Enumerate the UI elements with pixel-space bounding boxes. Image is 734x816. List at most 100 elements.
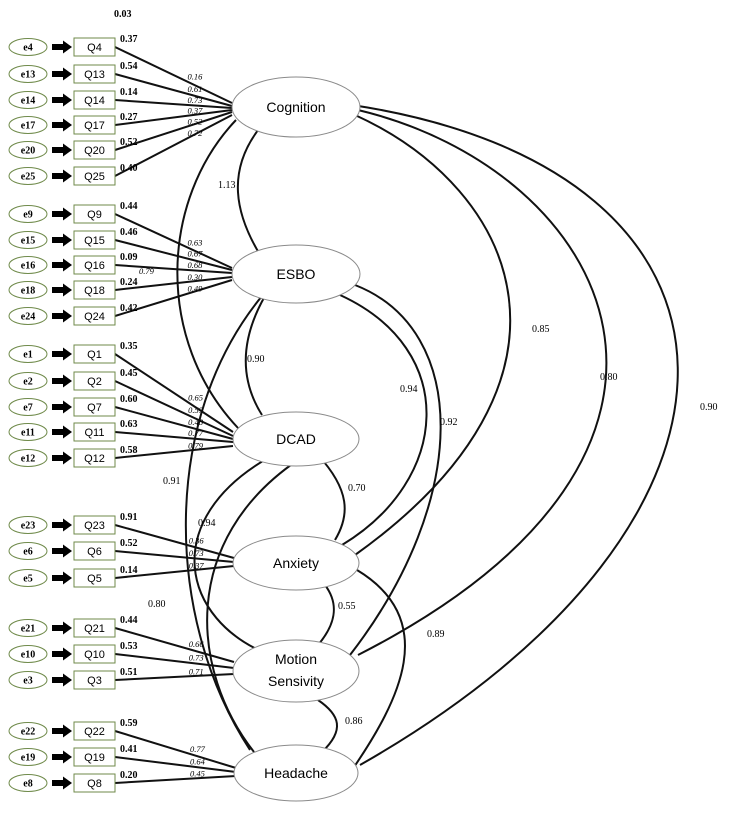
item-box (73, 306, 116, 326)
error-term: e2 (8, 372, 48, 390)
loading-label: 0.77 (190, 744, 206, 754)
error-term: e7 (8, 398, 48, 416)
loading-line (114, 99, 233, 109)
arrow-icon (52, 374, 72, 388)
item-box (73, 255, 116, 275)
item-label: Q18 (84, 285, 105, 297)
error-ellipse (8, 449, 48, 467)
error-ellipse (8, 141, 48, 159)
r2-label: 0.59 (120, 718, 138, 729)
loading-label: 0.37 (189, 561, 205, 571)
error-label: e18 (21, 286, 35, 297)
error-label: e6 (23, 547, 32, 558)
error-term: e5 (8, 569, 48, 587)
loading-label: 0.59 (188, 405, 204, 415)
item-box (73, 644, 116, 664)
observed-item: Q5 (73, 568, 116, 588)
corr-motion-headache: 0.86 (345, 716, 363, 727)
corr-dcad-headache: 0.80 (148, 599, 166, 610)
latent-motion-sensivity: Motion Sensivity (232, 639, 360, 703)
item-label: Q9 (87, 209, 102, 221)
item-box (73, 515, 116, 535)
r2-label: 0.42 (120, 303, 138, 314)
path-dcad-headache (206, 459, 299, 753)
item-label: Q6 (87, 546, 102, 558)
loading-line (114, 653, 235, 669)
item-box (73, 422, 116, 442)
observed-item: Q9 (73, 204, 116, 224)
error-term: e25 (8, 167, 48, 185)
error-ellipse (8, 372, 48, 390)
error-term: e19 (8, 748, 48, 766)
error-label: e11 (21, 428, 35, 439)
item-box (73, 670, 116, 690)
path-dcad-anxiety (317, 454, 346, 541)
arrow-icon (52, 425, 72, 439)
loading-line (114, 756, 237, 773)
item-label: Q19 (84, 752, 105, 764)
item-box (73, 618, 116, 638)
error-term: e16 (8, 256, 48, 274)
r2-label: 0.44 (120, 201, 138, 212)
error-term: e22 (8, 722, 48, 740)
loading-label: 0.49 (188, 284, 204, 294)
corr-cognition-esbo: 1.13 (218, 180, 236, 191)
observed-item: Q11 (73, 422, 116, 442)
top-value: 0.03 (114, 9, 132, 20)
item-label: Q20 (84, 145, 105, 157)
item-box (73, 344, 116, 364)
r2-label: 0.14 (120, 565, 138, 576)
error-term: e4 (8, 38, 48, 56)
arrow-icon (52, 283, 72, 297)
error-term: e21 (8, 619, 48, 637)
error-label: e12 (21, 454, 35, 465)
loading-line (114, 213, 233, 269)
item-box (73, 230, 116, 250)
error-term: e1 (8, 345, 48, 363)
loading-label-extra: 0.79 (139, 266, 155, 276)
item-label: Q17 (84, 120, 105, 132)
path-anxiety-headache (351, 569, 406, 771)
error-ellipse (8, 256, 48, 274)
r2-label: 0.14 (120, 87, 138, 98)
loading-label: 0.30 (188, 272, 204, 282)
arrow-icon (52, 400, 72, 414)
path-esbo-dcad (244, 295, 266, 416)
corr-anxiety-headache: 0.89 (427, 629, 445, 640)
arrow-icon (52, 40, 72, 54)
corr-cognition-anxiety: 0.85 (532, 324, 550, 335)
error-label: e3 (23, 676, 32, 687)
arrow-icon (52, 451, 72, 465)
error-ellipse (8, 91, 48, 109)
loading-line (114, 73, 233, 107)
error-label: e4 (23, 43, 32, 54)
path-cognition-anxiety (354, 114, 512, 556)
observed-item: Q17 (73, 115, 116, 135)
error-label: e13 (21, 70, 35, 81)
path-esbo-motion (349, 284, 442, 656)
r2-label: 0.63 (120, 419, 138, 430)
item-box (73, 204, 116, 224)
loading-line (114, 627, 235, 663)
error-ellipse (8, 671, 48, 689)
error-term: e10 (8, 645, 48, 663)
observed-item: Q19 (73, 747, 116, 767)
error-ellipse (8, 774, 48, 792)
observed-item: Q8 (73, 773, 116, 793)
path-motion-headache (317, 699, 339, 753)
item-label: Q3 (87, 675, 102, 687)
error-term: e11 (8, 423, 48, 441)
arrow-icon (52, 118, 72, 132)
arrow-icon (52, 776, 72, 790)
error-term: e17 (8, 116, 48, 134)
path-esbo-headache (184, 295, 263, 751)
